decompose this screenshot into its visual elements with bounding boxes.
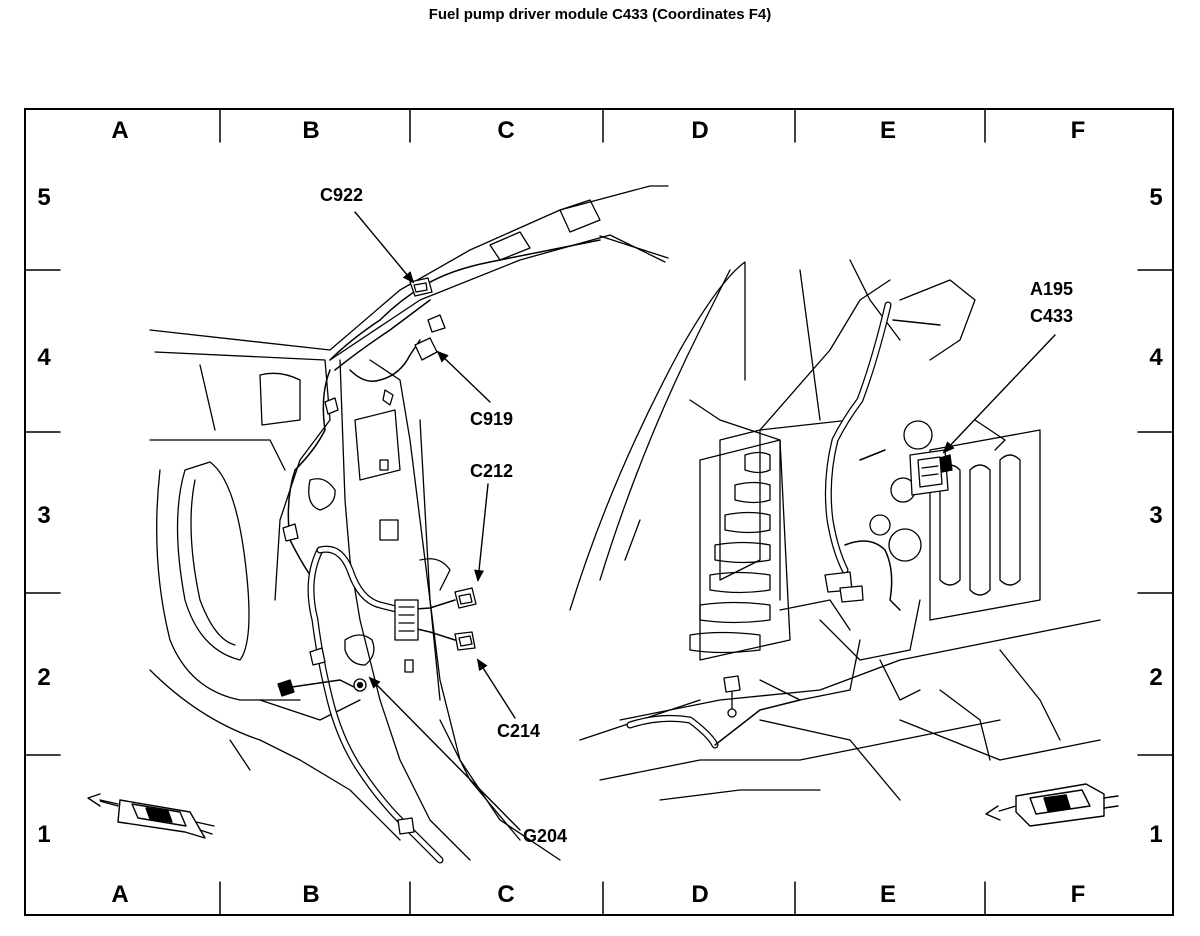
- left-leader-arrows: [354, 211, 521, 831]
- callout-c433: C433: [1030, 306, 1074, 326]
- diagram-title: Fuel pump driver module C433 (Coordinate…: [428, 6, 772, 23]
- col-label-top-f: F: [1070, 117, 1086, 144]
- callout-c214: C214: [497, 721, 541, 741]
- col-label-bottom-b: B: [302, 881, 320, 908]
- row-label-right-5: 5: [1149, 184, 1163, 211]
- col-label-top-d: D: [691, 117, 709, 144]
- row-label-left-5: 5: [37, 184, 51, 211]
- callout-g204: G204: [523, 826, 568, 846]
- col-label-bottom-e: E: [879, 881, 896, 908]
- col-label-bottom-c: C: [497, 881, 515, 908]
- front-direction-indicator-left: [87, 793, 215, 839]
- right-connectors: [723, 449, 953, 718]
- grid-column-ticks: [219, 109, 986, 915]
- col-label-top-a: A: [111, 117, 129, 144]
- row-label-left-1: 1: [37, 821, 51, 848]
- row-label-right-1: 1: [1149, 821, 1163, 848]
- row-label-left-3: 3: [37, 502, 51, 529]
- callout-c212: C212: [470, 461, 514, 481]
- col-label-bottom-f: F: [1070, 881, 1086, 908]
- right-leader-arrows: [942, 334, 1056, 454]
- col-label-bottom-d: D: [691, 881, 709, 908]
- left-connectors: [277, 277, 477, 835]
- right-body-structure: [569, 259, 1101, 801]
- row-label-left-4: 4: [37, 344, 51, 371]
- front-direction-indicator-right: [985, 783, 1119, 827]
- row-label-right-4: 4: [1149, 344, 1163, 371]
- row-label-right-2: 2: [1149, 664, 1163, 691]
- left-wire-harness: [284, 239, 601, 864]
- row-label-left-2: 2: [37, 664, 51, 691]
- col-label-top-c: C: [497, 117, 515, 144]
- col-label-top-e: E: [879, 117, 896, 144]
- col-label-bottom-a: A: [111, 881, 129, 908]
- callout-c919: C919: [470, 409, 514, 429]
- callout-c922: C922: [320, 185, 364, 205]
- grid-frame: [24, 108, 1174, 916]
- row-label-right-3: 3: [1149, 502, 1163, 529]
- right-wire-harness: [626, 301, 941, 749]
- left-body-structure: [149, 185, 669, 861]
- col-label-top-b: B: [302, 117, 320, 144]
- grid-row-ticks: [25, 269, 1173, 756]
- callout-a195: A195: [1030, 279, 1074, 299]
